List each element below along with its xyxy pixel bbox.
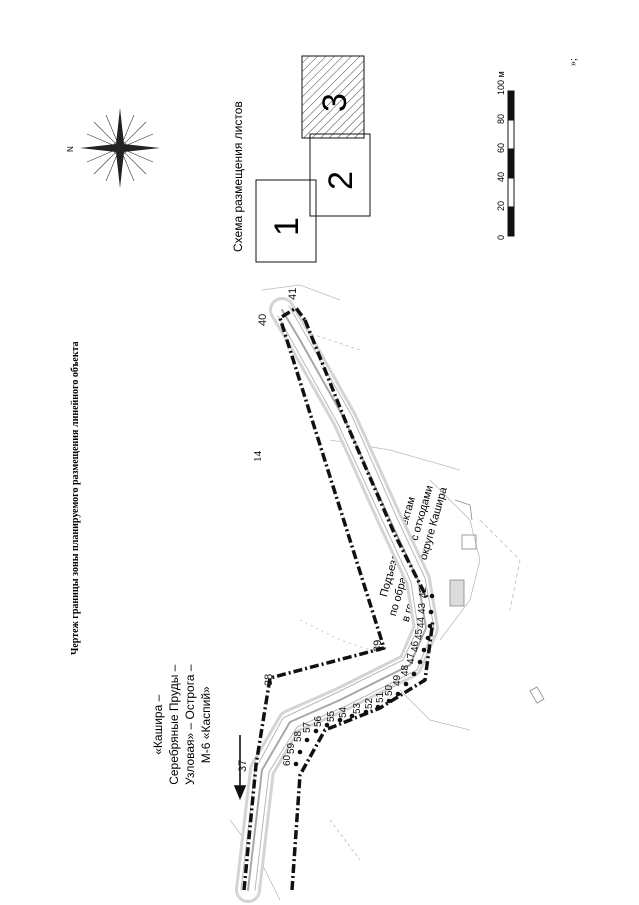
direction-arrow <box>233 735 247 801</box>
point-label-50: 50 <box>384 684 395 696</box>
sheet-3-hatched <box>301 55 365 139</box>
point-label-43: 43 <box>417 602 428 614</box>
point-label-58: 58 <box>293 730 304 742</box>
boundary-point-marker <box>411 671 417 677</box>
boundary-point-marker <box>425 635 431 641</box>
scale-bar-segment <box>507 206 515 237</box>
boundary-point-labels: 37 38 39 40 41 <box>237 288 384 772</box>
point-label-59: 59 <box>286 742 297 754</box>
point-label-44: 44 <box>416 616 427 628</box>
boundary-point-marker <box>363 709 369 715</box>
point-label-38: 38 <box>263 674 275 686</box>
point-label-49: 49 <box>392 674 403 686</box>
boundary-point-marker <box>337 717 343 723</box>
point-label-37: 37 <box>237 760 249 772</box>
point-label-45: 45 <box>414 628 425 640</box>
scale-tick-label: 20 <box>496 201 506 211</box>
point-label-54: 54 <box>338 706 349 718</box>
boundary-point-marker <box>403 681 409 687</box>
sheet-layout-scheme: 1 2 3 <box>255 55 371 263</box>
boundary-point-marker <box>375 704 381 710</box>
point-label-53: 53 <box>352 702 363 714</box>
boundary-point-marker <box>313 728 319 734</box>
point-label-52: 52 <box>364 697 375 709</box>
inner-point-chain <box>293 593 435 767</box>
point-label-46: 46 <box>410 640 421 652</box>
zone-boundary <box>242 306 435 891</box>
boundary-point-marker <box>349 713 355 719</box>
scale-tick-label: 0 <box>496 235 506 240</box>
point-label-48: 48 <box>400 664 411 676</box>
point-label-51: 51 <box>375 691 386 703</box>
boundary-point-marker <box>324 722 330 728</box>
point-label-56: 56 <box>313 715 324 727</box>
sheet-number-1: 1 <box>268 217 306 236</box>
boundary-point-marker <box>395 691 401 697</box>
scale-tick-label: 80 <box>496 114 506 124</box>
scale-bar-segment <box>507 90 515 121</box>
boundary-point-marker <box>417 659 423 665</box>
point-label-57: 57 <box>302 721 313 733</box>
boundary-point-marker <box>304 737 310 743</box>
scale-bar-segment <box>507 119 515 150</box>
sheet-2-frame <box>309 133 371 217</box>
point-label-40: 40 <box>257 314 269 326</box>
sheet-number-3: 3 <box>316 93 354 112</box>
compass-rose-icon: N <box>66 108 160 188</box>
scale-tick-label: 60 <box>496 143 506 153</box>
scale-tick-label: 40 <box>496 172 506 182</box>
boundary-point-marker <box>427 623 433 629</box>
scale-tick-label: 100 м <box>496 71 506 95</box>
scale-bar-segment <box>507 177 515 208</box>
point-label-47: 47 <box>406 652 417 664</box>
point-label-55: 55 <box>326 710 337 722</box>
sheet-number-2: 2 <box>322 171 360 190</box>
boundary-point-marker <box>421 647 427 653</box>
scale-bar-segment <box>507 148 515 179</box>
road-lanes <box>235 297 439 903</box>
boundary-point-marker <box>429 593 435 599</box>
point-label-42: 42 <box>418 586 429 598</box>
scale-bar: 0 20 40 60 80 100 м <box>496 71 515 240</box>
point-label-60: 60 <box>282 754 293 766</box>
point-label-39: 39 <box>372 640 384 652</box>
topography-background <box>229 284 545 901</box>
boundary-point-marker <box>386 698 392 704</box>
boundary-point-marker <box>297 749 303 755</box>
point-label-41: 41 <box>287 288 299 300</box>
boundary-point-marker <box>428 609 434 615</box>
sheet-1-frame <box>255 179 317 263</box>
boundary-point-marker <box>293 761 299 767</box>
compass-north-label: N <box>66 146 75 152</box>
